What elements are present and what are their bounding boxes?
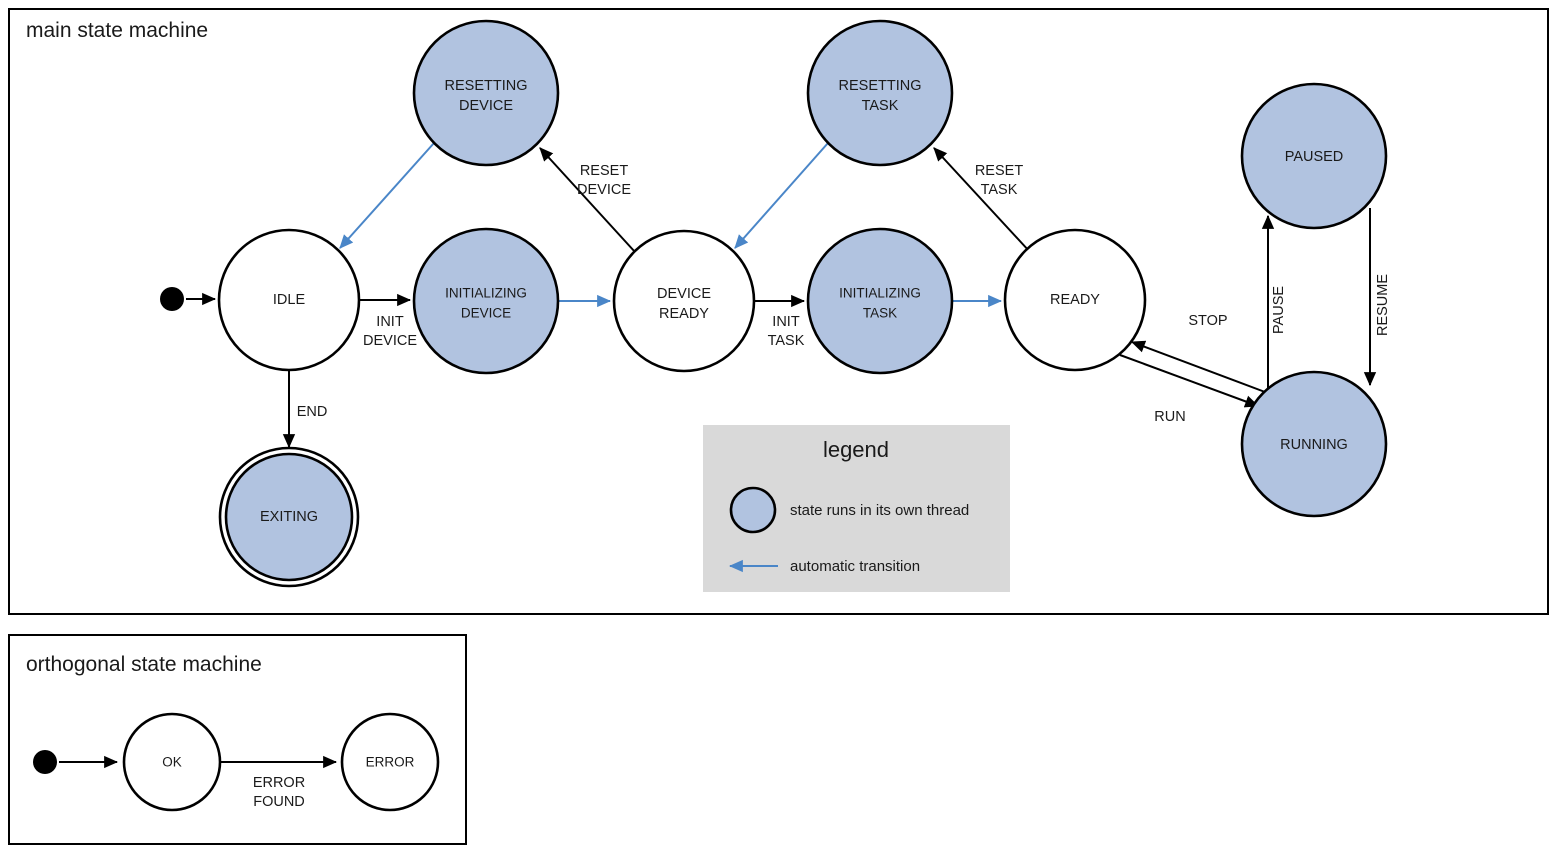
legend-title: legend — [823, 437, 889, 462]
state-label-ready: READY — [1050, 292, 1100, 308]
transition-paused-running[interactable]: RESUME — [1363, 208, 1391, 387]
state-label-ok: OK — [162, 755, 182, 770]
state-label-idle: IDLE — [273, 292, 306, 308]
legend: legend state runs in its own thread auto… — [703, 425, 1010, 592]
transition-ready-resetting-task[interactable]: RESET TASK — [933, 147, 1031, 253]
state-label-initializing-device-line2: DEVICE — [461, 306, 511, 321]
state-label-device-ready-line1: DEVICE — [657, 286, 711, 302]
transition-ortho-ok-error[interactable]: ERROR FOUND — [220, 755, 338, 810]
transition-ready-running[interactable]: RUN — [1119, 354, 1260, 425]
state-error[interactable]: ERROR — [340, 712, 440, 812]
edge-label-error-found-line2: FOUND — [253, 794, 305, 810]
edge-label-init-task-line1: INIT — [772, 314, 800, 330]
transition-resetting-task-device-ready[interactable] — [734, 142, 829, 249]
edge-label-error-found-line1: ERROR — [253, 775, 305, 791]
edge-label-pause: PAUSE — [1271, 286, 1287, 334]
state-device-ready[interactable]: DEVICE READY — [612, 229, 756, 373]
transition-resetting-device-idle[interactable] — [339, 142, 435, 249]
edge-label-init-device-line1: INIT — [376, 314, 404, 330]
state-paused[interactable]: PAUSED — [1240, 82, 1388, 230]
transition-running-ready[interactable]: STOP — [1130, 313, 1266, 393]
state-initializing-device[interactable]: INITIALIZING DEVICE — [412, 227, 560, 375]
state-exiting[interactable]: EXITING — [218, 446, 360, 588]
edge-label-resume: RESUME — [1375, 274, 1391, 336]
legend-thread-state-circle-icon — [729, 486, 777, 534]
legend-auto-transition-text: automatic transition — [790, 558, 920, 575]
state-initializing-task[interactable]: INITIALIZING TASK — [806, 227, 954, 375]
edge-label-reset-task-line1: RESET — [975, 163, 1023, 179]
orthogonal-frame-title: orthogonal state machine — [26, 653, 262, 676]
state-label-exiting: EXITING — [260, 509, 318, 525]
start-state-marker — [160, 287, 184, 311]
state-label-resetting-task-line2: TASK — [862, 98, 899, 114]
edge-label-init-task-line2: TASK — [768, 333, 805, 349]
state-label-initializing-task-line2: TASK — [863, 306, 897, 321]
legend-entry-thread-state: state runs in its own thread — [729, 486, 969, 534]
edge-label-reset-task-line2: TASK — [981, 182, 1018, 198]
transition-device-ready-initializing-task[interactable]: INIT TASK — [754, 294, 806, 349]
transition-idle-initializing-device[interactable]: INIT DEVICE — [359, 293, 417, 349]
main-states: IDLE RESETTING DEVICE INITIALIZING DEVIC… — [160, 19, 1388, 588]
transition-running-paused[interactable]: PAUSE — [1261, 214, 1287, 410]
edge-label-reset-device-line1: RESET — [580, 163, 628, 179]
state-ready[interactable]: READY — [1003, 228, 1147, 372]
transition-device-ready-resetting-device[interactable]: RESET DEVICE — [539, 147, 636, 253]
state-resetting-device[interactable]: RESETTING DEVICE — [412, 19, 560, 167]
state-label-initializing-device-line1: INITIALIZING — [445, 286, 527, 301]
state-label-resetting-device-line1: RESETTING — [445, 78, 528, 94]
main-transitions: INIT DEVICE INIT TASK RESET DEVICE — [186, 142, 1391, 449]
orthogonal-transitions: ERROR FOUND — [59, 755, 338, 810]
state-idle[interactable]: IDLE — [217, 228, 361, 372]
transition-idle-exiting[interactable]: END — [282, 370, 328, 449]
state-running[interactable]: RUNNING — [1240, 370, 1388, 518]
edge-label-run: RUN — [1154, 409, 1185, 425]
edge-label-init-device-line2: DEVICE — [363, 333, 417, 349]
state-label-paused: PAUSED — [1285, 149, 1344, 165]
state-label-initializing-task-line1: INITIALIZING — [839, 286, 921, 301]
ortho-start-state-marker — [33, 750, 57, 774]
edge-label-end: END — [297, 404, 328, 420]
legend-entry-auto-transition: automatic transition — [728, 558, 920, 575]
state-label-resetting-task-line1: RESETTING — [839, 78, 922, 94]
state-label-device-ready-line2: READY — [659, 306, 709, 322]
main-frame-title: main state machine — [26, 19, 208, 42]
state-label-running: RUNNING — [1280, 437, 1348, 453]
state-label-resetting-device-line2: DEVICE — [459, 98, 513, 114]
state-resetting-task[interactable]: RESETTING TASK — [806, 19, 954, 167]
orthogonal-states: OK ERROR — [33, 712, 440, 812]
state-ok[interactable]: OK — [122, 712, 222, 812]
legend-thread-state-text: state runs in its own thread — [790, 502, 969, 519]
state-label-error: ERROR — [366, 755, 415, 770]
edge-label-reset-device-line2: DEVICE — [577, 182, 631, 198]
edge-label-stop: STOP — [1188, 313, 1227, 329]
